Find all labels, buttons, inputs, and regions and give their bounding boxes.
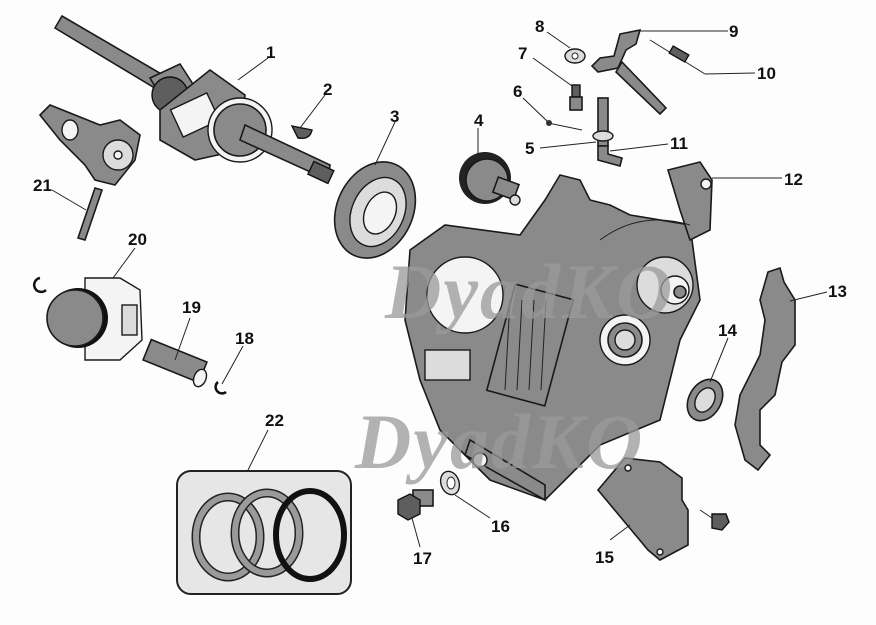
piston-pin[interactable]	[142, 338, 209, 389]
callout-21: 21	[33, 176, 52, 195]
governor-arm[interactable]	[590, 28, 668, 116]
connecting-rod[interactable]	[38, 104, 141, 241]
crankcase[interactable]	[404, 174, 701, 502]
gasket[interactable]	[734, 266, 796, 472]
callouts: 1 2 3 4 5 6 7 8 9 10 11 12 13 14 15 16 1…	[33, 17, 847, 568]
callout-15: 15	[595, 548, 614, 567]
callout-4: 4	[474, 111, 484, 130]
cover-bolt[interactable]	[699, 509, 730, 531]
callout-8: 8	[535, 17, 544, 36]
callout-1: 1	[266, 43, 275, 62]
callout-14: 14	[718, 321, 737, 340]
nut[interactable]	[564, 48, 586, 64]
callout-11: 11	[670, 134, 688, 153]
callout-16: 16	[491, 517, 510, 536]
callout-17: 17	[413, 549, 432, 568]
callout-12: 12	[784, 170, 803, 189]
callout-2: 2	[323, 80, 332, 99]
governor-assembly[interactable]	[599, 161, 713, 242]
piston[interactable]	[46, 277, 143, 361]
camshaft-gear[interactable]	[459, 152, 521, 206]
pin[interactable]	[569, 84, 583, 111]
oil-seal[interactable]	[680, 373, 730, 427]
callout-3: 3	[390, 107, 399, 126]
callout-5: 5	[525, 139, 534, 158]
piston-pin-clip[interactable]	[214, 381, 227, 395]
leader-lines	[51, 30, 828, 548]
callout-7: 7	[518, 44, 527, 63]
woodruff-key[interactable]	[290, 125, 313, 140]
governor-shaft[interactable]	[592, 97, 623, 167]
cover-plate[interactable]	[596, 457, 689, 561]
callout-9: 9	[729, 22, 738, 41]
callout-22: 22	[265, 411, 284, 430]
callout-13: 13	[828, 282, 847, 301]
piston-clip-left[interactable]	[33, 276, 47, 294]
watermark-lower: DyadKO	[354, 398, 644, 485]
callout-19: 19	[182, 298, 201, 317]
ball-bearing[interactable]	[319, 149, 430, 272]
callout-18: 18	[235, 329, 254, 348]
governor-spring[interactable]	[649, 39, 706, 75]
callout-10: 10	[757, 64, 776, 83]
drain-washer[interactable]	[437, 469, 462, 498]
crankshaft[interactable]	[53, 14, 335, 185]
drain-bolt[interactable]	[397, 489, 434, 521]
watermark-upper: DyadKO	[384, 248, 674, 335]
callout-6: 6	[513, 82, 522, 101]
piston-ring-set[interactable]	[176, 470, 352, 595]
callout-20: 20	[128, 230, 147, 249]
